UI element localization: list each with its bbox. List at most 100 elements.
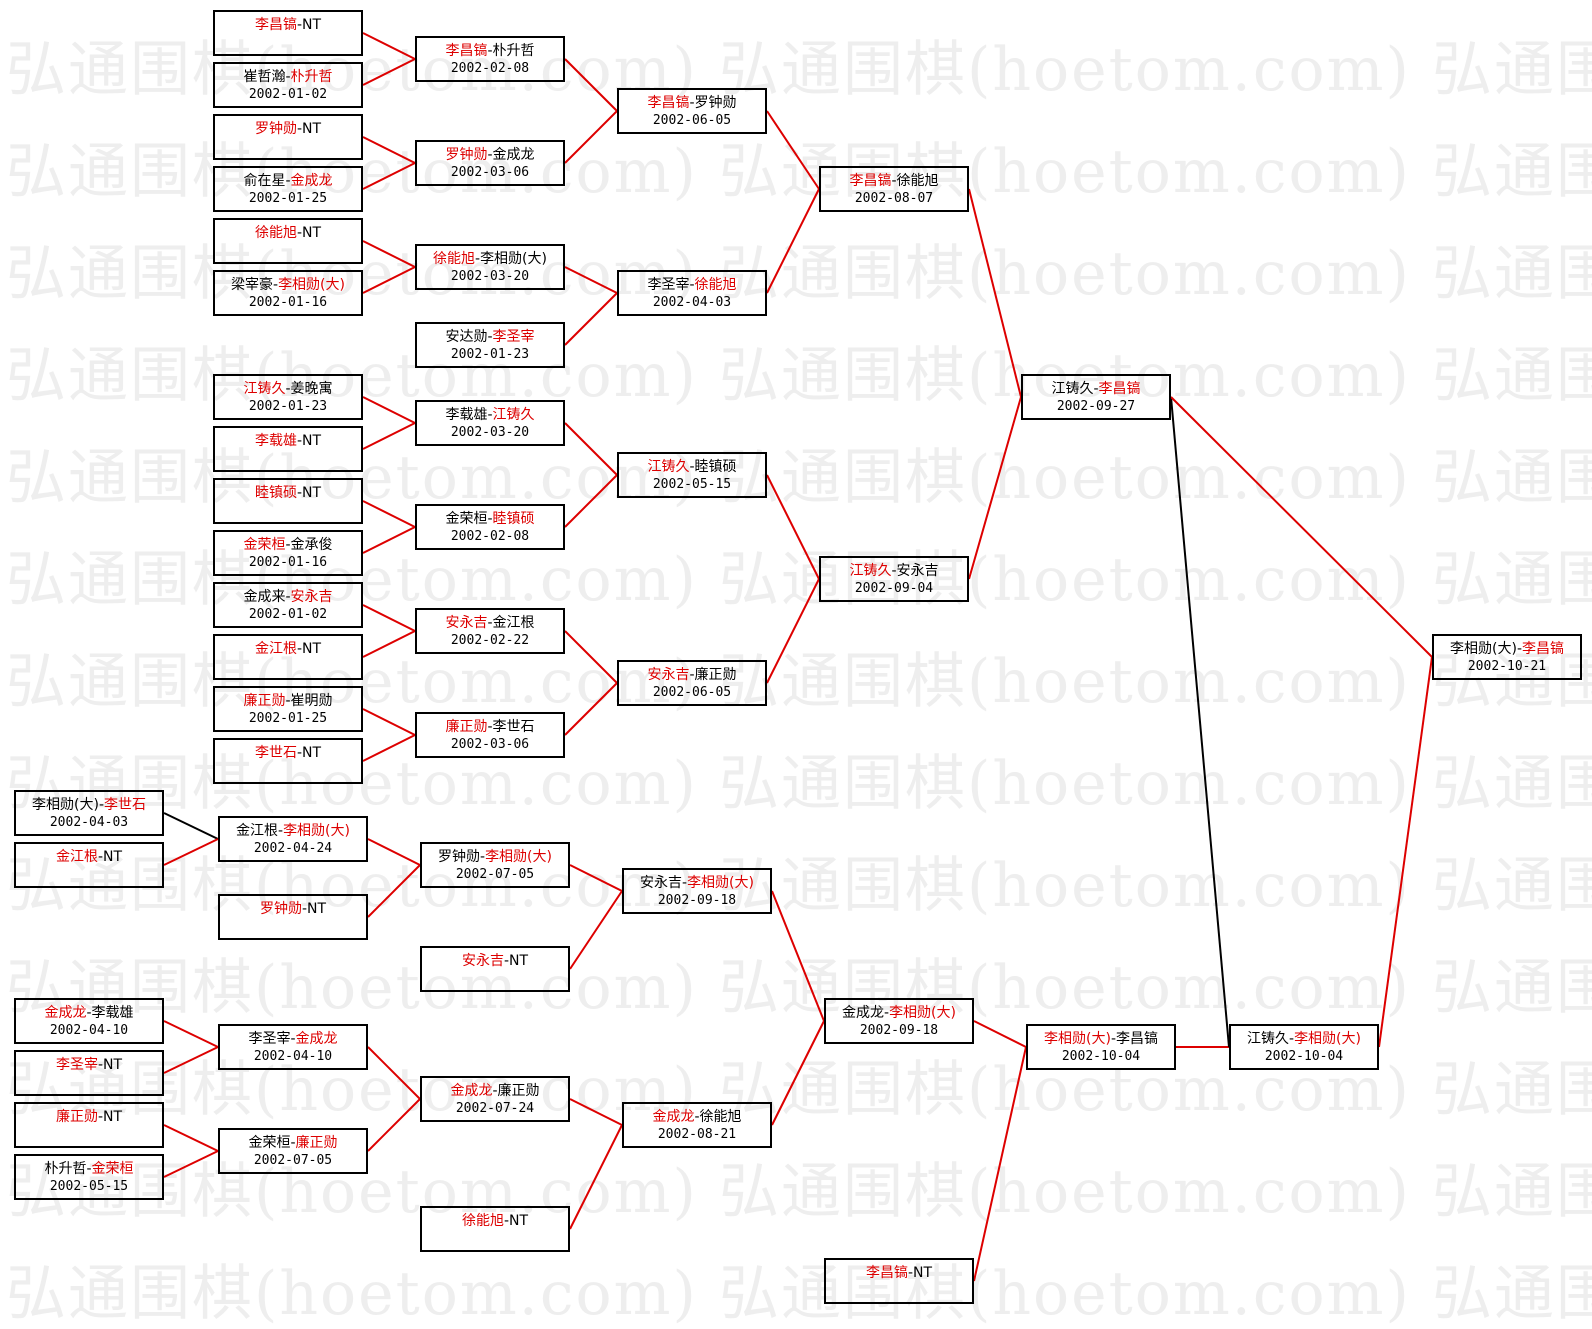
match-box: 梁宰豪-李相勋(大)2002-01-16 [213, 270, 363, 316]
vs-separator: - [694, 1108, 700, 1125]
vs-separator: - [689, 94, 695, 111]
match-players: 江铸久-睦镇硕 [647, 458, 736, 476]
match-box: 睦镇硕-NT [213, 478, 363, 524]
player-two: 姜晚寓 [290, 380, 333, 397]
match-date: 2002-01-02 [248, 606, 328, 622]
player-one: 金江根 [236, 822, 278, 839]
player-one: 梁宰豪 [231, 276, 273, 293]
match-date: 2002-04-10 [253, 1048, 333, 1064]
player-one: 李圣宰 [248, 1030, 291, 1047]
match-date: 2002-10-04 [1061, 1048, 1141, 1064]
match-date: 2002-06-05 [652, 684, 732, 700]
connector-line [564, 682, 618, 736]
vs-separator: - [492, 1082, 498, 1099]
match-date: 2002-03-20 [450, 268, 530, 284]
connector-line [766, 110, 820, 190]
player-one: 廉正勋 [243, 692, 286, 709]
player-one: 江铸久 [1247, 1030, 1289, 1047]
connector-line [564, 474, 618, 528]
player-two: 金荣桓 [91, 1160, 134, 1177]
match-box: 安永吉-NT [420, 946, 570, 992]
player-two: 金成龙 [290, 172, 333, 189]
vs-separator: - [1110, 1030, 1116, 1047]
player-one: 罗钟勋 [438, 848, 480, 865]
connector-line [362, 58, 416, 86]
match-players: 睦镇硕-NT [255, 484, 321, 502]
match-date: 2002-07-05 [455, 866, 535, 882]
match-players: 廉正勋-NT [56, 1108, 122, 1126]
player-two: 安永吉 [290, 588, 333, 605]
player-two: 江铸久 [492, 406, 535, 423]
vs-separator: - [290, 1030, 296, 1047]
player-two: 李昌镐 [1116, 1030, 1158, 1047]
vs-separator: - [503, 953, 510, 969]
player-one: 金成龙 [44, 1004, 87, 1021]
match-date: 2002-09-18 [859, 1022, 939, 1038]
player-one: 金荣桓 [248, 1134, 291, 1151]
match-date: 2002-01-23 [248, 398, 328, 414]
player-two: 金江根 [492, 614, 535, 631]
player-two: NT [103, 849, 123, 865]
player-two: 李圣宰 [492, 328, 535, 345]
player-two: 李相勋(大) [889, 1004, 956, 1021]
match-box: 金成龙-李相勋(大)2002-09-18 [824, 998, 974, 1044]
match-players: 廉正勋-崔明勋 [243, 692, 332, 710]
match-box: 徐能旭-NT [213, 218, 363, 264]
player-one: 罗钟勋 [259, 901, 302, 917]
connector-line [367, 838, 421, 866]
player-one: 江铸久 [647, 458, 690, 475]
match-date: 2002-05-15 [652, 476, 732, 492]
match-players: 金荣桓-金承俊 [243, 536, 332, 554]
match-date: 2002-06-05 [652, 112, 732, 128]
vs-separator: - [487, 510, 493, 527]
player-two: 李相勋(大) [1294, 1030, 1361, 1047]
match-date: 2002-08-21 [657, 1126, 737, 1142]
match-box: 廉正勋-NT [14, 1102, 164, 1148]
match-players: 罗钟勋-NT [255, 120, 321, 138]
match-players: 李昌镐-NT [255, 16, 321, 34]
connector-line [1378, 656, 1433, 1048]
match-players: 李载雄-NT [255, 432, 321, 450]
connector-line [362, 630, 416, 658]
player-two: 罗钟勋 [694, 94, 737, 111]
player-one: 罗钟勋 [445, 146, 488, 163]
vs-separator: - [296, 485, 303, 501]
match-date: 2002-04-03 [652, 294, 732, 310]
match-date: 2002-07-24 [455, 1100, 535, 1116]
match-box: 徐能旭-李相勋(大)2002-03-20 [415, 244, 565, 290]
connector-line [362, 526, 416, 554]
vs-separator: - [285, 68, 291, 85]
connector-line [362, 240, 416, 268]
player-two: 睦镇硕 [492, 510, 535, 527]
vs-separator: - [1093, 380, 1099, 397]
player-one: 金江根 [254, 641, 297, 657]
player-one: 李相勋(大) [1044, 1030, 1111, 1047]
player-two: NT [509, 953, 529, 969]
vs-separator: - [487, 718, 493, 735]
vs-separator: - [907, 1265, 914, 1281]
match-players: 徐能旭-NT [255, 224, 321, 242]
player-one: 李圣宰 [55, 1057, 98, 1073]
connector-line [163, 1046, 219, 1074]
vs-separator: - [884, 1004, 890, 1021]
connector-line [564, 266, 618, 294]
player-two: 朴升哲 [492, 42, 535, 59]
player-two: 李世石 [104, 796, 146, 813]
player-two: 徐能旭 [694, 276, 737, 293]
player-one: 李载雄 [445, 406, 488, 423]
player-two: 安永吉 [896, 562, 939, 579]
vs-separator: - [98, 796, 104, 813]
match-box: 金江根-NT [213, 634, 363, 680]
connector-line [362, 500, 416, 528]
connector-line [367, 1046, 421, 1100]
player-one: 徐能旭 [461, 1213, 504, 1229]
player-two: 崔明勋 [290, 692, 333, 709]
